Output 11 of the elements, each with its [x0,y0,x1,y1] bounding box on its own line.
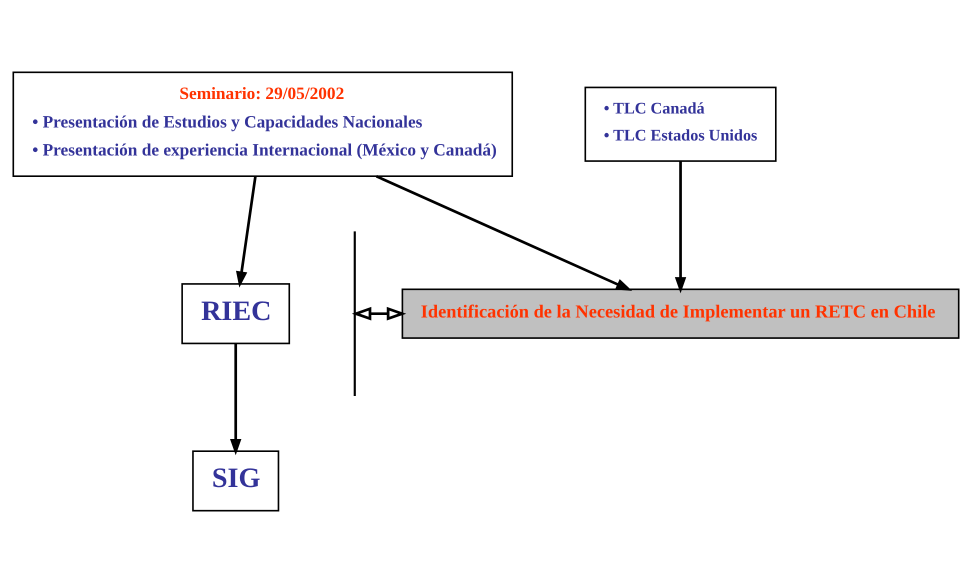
node-bracket [354,231,356,396]
node-box: Seminario: 29/05/2002 • Presentación de Estudios y Capacidades Nacionales • Presentación de experiencia Internacional (México y Canadá) [12,72,514,178]
node-box: RIEC [181,283,290,344]
arrow [236,176,257,288]
arrow [376,175,632,291]
arrow [230,344,242,456]
node-box: • TLC Canadá • TLC Estados Unidos [584,86,777,162]
arrow [352,306,406,321]
node-box: SIG [192,450,280,512]
node-box: Identificación de la Necesidad de Implementar un RETC en Chile [402,288,960,339]
arrow [674,161,686,294]
